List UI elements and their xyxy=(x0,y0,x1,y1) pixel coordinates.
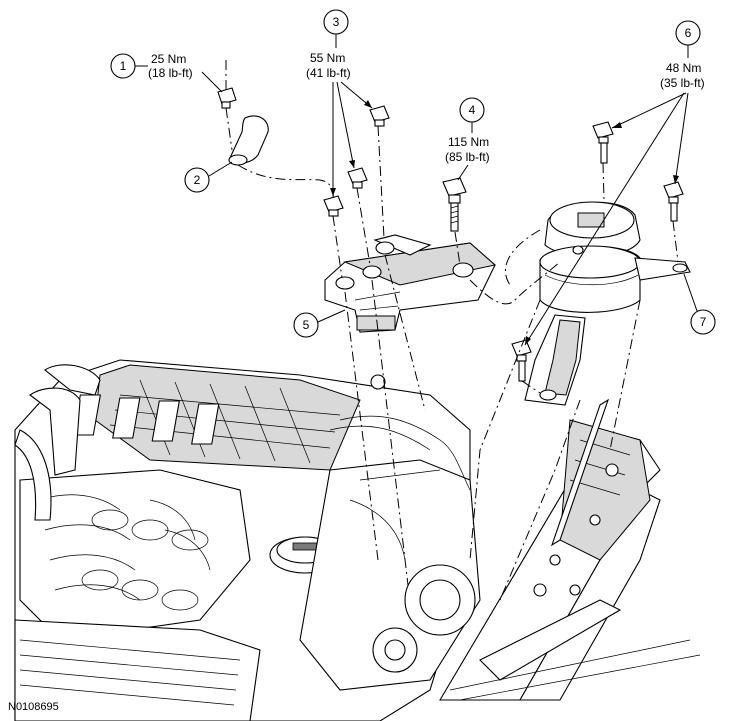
callout-3-number: 3 xyxy=(333,15,340,29)
bolt-item-4 xyxy=(442,177,467,232)
callout-4-torque-lbft: (85 lb-ft) xyxy=(445,150,490,164)
callout-1-torque-nm: 25 Nm xyxy=(151,52,186,66)
bolt-item-6-b xyxy=(663,181,684,222)
callout-6-torque-nm: 48 Nm xyxy=(666,61,701,75)
engine-illustration xyxy=(14,359,481,721)
callout-7: 7 xyxy=(683,273,716,335)
bolt-item-3-b xyxy=(347,167,368,189)
engine-mount-insulator xyxy=(524,201,691,406)
engine-mount-bracket xyxy=(324,234,497,333)
callout-2-circle xyxy=(184,167,210,193)
callout-4-number: 4 xyxy=(469,103,476,117)
callout-5-circle xyxy=(293,312,319,338)
callout-3-torque-lbft: (41 lb-ft) xyxy=(306,66,351,80)
bolt-item-6-a xyxy=(592,121,614,164)
callout-7-circle xyxy=(690,309,716,335)
callout-1-torque-lbft: (18 lb-ft) xyxy=(148,66,193,80)
bolt-item-3-a xyxy=(369,105,390,127)
callout-4: 4 115 Nm (85 lb-ft) xyxy=(445,97,490,181)
bolt-item-3-c xyxy=(323,195,344,217)
bolt-item-1 xyxy=(217,87,237,109)
frame-rail xyxy=(439,398,701,701)
callout-5: 5 xyxy=(293,309,346,338)
callout-6-number: 6 xyxy=(685,26,692,40)
callout-6-torque-lbft: (35 lb-ft) xyxy=(660,76,705,90)
bolts xyxy=(217,87,684,382)
bracket-item-2 xyxy=(228,115,269,166)
callout-1-number: 1 xyxy=(120,59,127,73)
callout-3: 3 55 Nm (41 lb-ft) xyxy=(306,9,373,196)
callout-3-torque-nm: 55 Nm xyxy=(310,51,345,65)
callout-6: 6 48 Nm (35 lb-ft) xyxy=(524,20,705,346)
callout-4-torque-nm: 115 Nm xyxy=(448,135,489,149)
alignment-lines xyxy=(225,60,679,601)
callout-1: 1 25 Nm (18 lb-ft) xyxy=(110,52,223,93)
callout-5-number: 5 xyxy=(303,318,310,332)
callout-7-number: 7 xyxy=(700,315,707,329)
figure-id: N0108695 xyxy=(8,701,59,713)
callout-2: 2 xyxy=(184,161,233,193)
callout-2-number: 2 xyxy=(194,173,201,187)
